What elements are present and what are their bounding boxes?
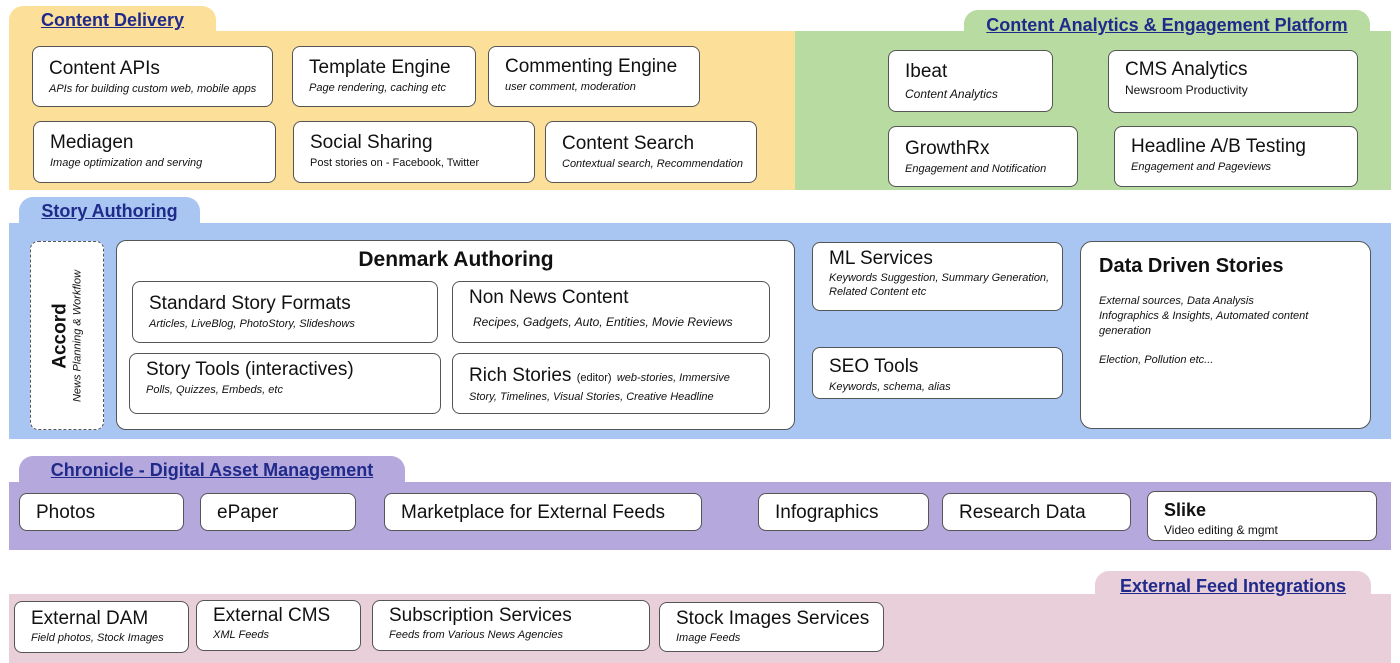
- box-subtitle: Newsroom Productivity: [1125, 83, 1248, 97]
- box-title: Social Sharing: [310, 132, 433, 153]
- box-subtitle: Field photos, Stock Images: [31, 632, 164, 644]
- box-title-note: (editor): [576, 372, 612, 384]
- ml-services-box: ML Services Keywords Suggestion, Summary…: [812, 242, 1063, 311]
- box-title: CMS Analytics: [1125, 59, 1248, 80]
- box-title: Data Driven Stories: [1099, 255, 1284, 277]
- data-driven-stories-box: Data Driven Stories External sources, Da…: [1080, 241, 1371, 429]
- story-tools-box: Story Tools (interactives) Polls, Quizze…: [129, 353, 441, 414]
- commenting-engine-box: Commenting Engine user comment, moderati…: [488, 46, 700, 107]
- box-subtitle-line1: Keywords Suggestion, Summary Generation,: [829, 272, 1050, 284]
- box-title: Mediagen: [50, 132, 134, 153]
- template-engine-box: Template Engine Page rendering, caching …: [292, 46, 476, 107]
- box-title: External CMS: [213, 605, 331, 626]
- box-title: Rich Stories: [469, 365, 572, 386]
- box-subtitle: Articles, LiveBlog, PhotoStory, Slidesho…: [149, 318, 355, 330]
- analytics-tab: Content Analytics & Engagement Platform: [964, 10, 1370, 35]
- box-title: Content APIs: [49, 58, 160, 79]
- box-title: Subscription Services: [389, 605, 572, 626]
- box-subtitle: Engagement and Notification: [905, 163, 1047, 175]
- social-sharing-box: Social Sharing Post stories on - Faceboo…: [293, 121, 535, 183]
- box-title: Standard Story Formats: [149, 293, 351, 314]
- denmark-authoring-title: Denmark Authoring: [358, 248, 554, 271]
- story-authoring-title: Story Authoring: [41, 201, 178, 221]
- box-subtitle: Story, Timelines, Visual Stories, Creati…: [469, 391, 714, 403]
- ibeat-box: Ibeat Content Analytics: [888, 50, 1053, 112]
- box-title: Ibeat: [905, 61, 948, 82]
- research-data-box: Research Data: [942, 493, 1131, 531]
- content-delivery-tab: Content Delivery: [9, 6, 216, 32]
- data-driven-line2: Infographics & Insights, Automated conte…: [1099, 310, 1309, 322]
- box-subtitle: Post stories on - Facebook, Twitter: [310, 157, 480, 169]
- data-driven-line1: External sources, Data Analysis: [1099, 295, 1254, 307]
- content-apis-box: Content APIs APIs for building custom we…: [32, 46, 273, 107]
- chronicle-title: Chronicle - Digital Asset Management: [50, 460, 374, 480]
- box-subtitle: Recipes, Gadgets, Auto, Entities, Movie …: [473, 315, 733, 329]
- chronicle-tab: Chronicle - Digital Asset Management: [19, 456, 405, 483]
- box-title: External DAM: [31, 608, 149, 629]
- box-title-line: Rich Stories (editor) web-stories, Immer…: [469, 365, 759, 389]
- box-title: Template Engine: [309, 57, 451, 78]
- content-search-box: Content Search Contextual search, Recomm…: [545, 121, 757, 183]
- box-title: SEO Tools: [829, 356, 919, 377]
- box-subtitle: XML Feeds: [213, 629, 270, 641]
- box-subtitle: Keywords, schema, alias: [829, 381, 951, 393]
- external-cms-box: External CMS XML Feeds: [196, 600, 361, 651]
- external-dam-box: External DAM Field photos, Stock Images: [14, 601, 189, 653]
- box-subtitle: APIs for building custom web, mobile app…: [49, 83, 257, 95]
- data-driven-line3: generation: [1099, 325, 1151, 337]
- box-title: ML Services: [829, 248, 933, 269]
- box-title: Photos: [36, 502, 96, 523]
- box-subtitle: Image optimization and serving: [50, 157, 203, 169]
- box-subtitle: Page rendering, caching etc: [309, 82, 446, 94]
- box-title-tail: web-stories, Immersive: [616, 372, 730, 384]
- analytics-title: Content Analytics & Engagement Platform: [986, 15, 1348, 35]
- box-title: Infographics: [775, 502, 879, 523]
- box-title: Content Search: [562, 133, 695, 154]
- box-title: Marketplace for External Feeds: [401, 502, 666, 523]
- data-driven-line4: Election, Pollution etc...: [1099, 354, 1214, 366]
- box-subtitle: Feeds from Various News Agencies: [389, 629, 564, 641]
- box-subtitle-line2: Related Content etc: [829, 286, 927, 298]
- box-title: GrowthRx: [905, 138, 990, 159]
- box-subtitle: Image Feeds: [676, 632, 741, 644]
- epaper-box: ePaper: [200, 493, 356, 531]
- accord-label: Accord News Planning & Workflow: [50, 246, 85, 426]
- story-authoring-tab: Story Authoring: [19, 197, 200, 224]
- photos-box: Photos: [19, 493, 184, 531]
- stock-images-services-box: Stock Images Services Image Feeds: [659, 602, 884, 652]
- accord-subtitle: News Planning & Workflow: [71, 269, 84, 402]
- headline-ab-testing-box: Headline A/B Testing Engagement and Page…: [1114, 126, 1358, 187]
- external-title: External Feed Integrations: [1119, 576, 1347, 596]
- box-title: Stock Images Services: [676, 608, 870, 629]
- box-subtitle: Video editing & mgmt: [1164, 523, 1278, 537]
- content-delivery-title: Content Delivery: [40, 10, 185, 30]
- external-tab: External Feed Integrations: [1095, 571, 1371, 596]
- marketplace-box: Marketplace for External Feeds: [384, 493, 702, 531]
- infographics-box: Infographics: [758, 493, 929, 531]
- box-title: Headline A/B Testing: [1131, 136, 1306, 157]
- non-news-content-box: Non News Content Recipes, Gadgets, Auto,…: [452, 281, 770, 343]
- mediagen-box: Mediagen Image optimization and serving: [33, 121, 276, 183]
- seo-tools-box: SEO Tools Keywords, schema, alias: [812, 347, 1063, 399]
- box-title: ePaper: [217, 502, 279, 523]
- box-subtitle: Content Analytics: [905, 87, 998, 101]
- box-title: Slike: [1164, 500, 1207, 520]
- rich-stories-box: Rich Stories (editor) web-stories, Immer…: [452, 353, 770, 414]
- box-subtitle: user comment, moderation: [505, 81, 636, 93]
- accord-box: Accord News Planning & Workflow: [30, 241, 104, 430]
- standard-story-formats-box: Standard Story Formats Articles, LiveBlo…: [132, 281, 438, 343]
- box-title: Story Tools (interactives): [146, 359, 354, 380]
- box-subtitle: Engagement and Pageviews: [1131, 161, 1272, 173]
- box-title: Research Data: [959, 502, 1086, 523]
- cms-analytics-box: CMS Analytics Newsroom Productivity: [1108, 50, 1358, 113]
- box-title: Non News Content: [469, 287, 629, 308]
- growthrx-box: GrowthRx Engagement and Notification: [888, 126, 1078, 187]
- box-title: Commenting Engine: [505, 56, 678, 77]
- accord-title: Accord: [49, 302, 71, 369]
- subscription-services-box: Subscription Services Feeds from Various…: [372, 600, 650, 651]
- slike-box: Slike Video editing & mgmt: [1147, 491, 1377, 541]
- box-subtitle: Polls, Quizzes, Embeds, etc: [146, 384, 283, 396]
- box-subtitle: Contextual search, Recommendation: [562, 158, 743, 170]
